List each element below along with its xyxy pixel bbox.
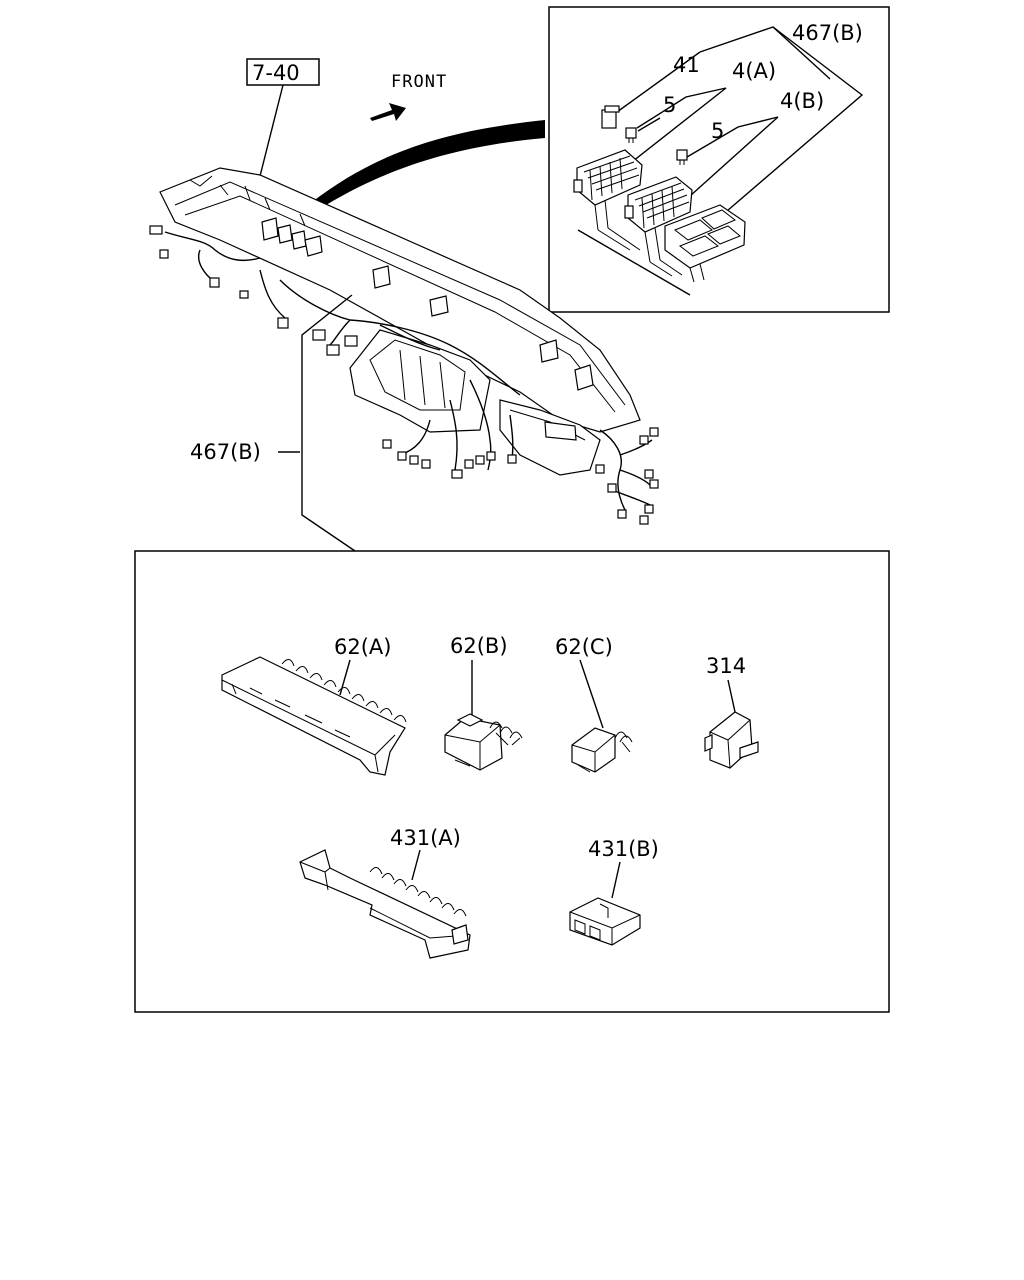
label-314: 314 xyxy=(706,654,746,678)
front-arrow-icon xyxy=(370,103,406,121)
label-4b: 4(B) xyxy=(780,89,824,113)
harness-callout: 467(B) xyxy=(190,294,356,552)
connector-431b xyxy=(569,897,641,946)
relay-41 xyxy=(601,105,620,129)
top-inset-leaders xyxy=(616,26,864,218)
front-label: FRONT xyxy=(391,72,447,92)
harness-connectors xyxy=(149,225,659,525)
reference-callout: 7-40 xyxy=(246,58,320,189)
connector-431a xyxy=(299,849,471,959)
inset-wire xyxy=(577,229,691,296)
label-62c: 62(C) xyxy=(555,635,613,659)
label-431b: 431(B) xyxy=(588,837,659,861)
fuse-5a xyxy=(625,127,637,143)
connector-62c xyxy=(571,727,633,773)
fuse-box-inset: 467(B) 41 4(A) 5 4(B) 5 xyxy=(312,6,890,313)
connector-62a xyxy=(221,656,407,776)
instrument-panel-harness xyxy=(149,167,659,525)
label-41: 41 xyxy=(673,53,700,77)
label-467b-top: 467(B) xyxy=(792,21,863,45)
fuse-block-4b xyxy=(624,176,693,263)
label-62a: 62(A) xyxy=(334,635,391,659)
reference-leader-line xyxy=(256,84,284,189)
label-431a: 431(A) xyxy=(390,826,461,850)
front-indicator: FRONT xyxy=(370,72,447,121)
label-4a: 4(A) xyxy=(732,59,776,83)
detail-arrow xyxy=(312,120,545,210)
relay-box xyxy=(664,204,746,283)
fuse-5b xyxy=(676,149,688,165)
label-5a: 5 xyxy=(663,93,676,117)
reference-label: 7-40 xyxy=(252,61,300,85)
connector-62b xyxy=(444,713,523,771)
label-467b-harness: 467(B) xyxy=(190,440,261,464)
fuse-box-inset-frame xyxy=(548,6,890,313)
fuse-block-4a xyxy=(573,149,643,231)
connector-314 xyxy=(704,711,759,769)
connectors-inset-frame xyxy=(134,550,890,1013)
connectors-inset: 62(A) 62(B) 62(C) 314 431(A) 431(B) xyxy=(134,550,890,1013)
label-62b: 62(B) xyxy=(450,634,508,658)
